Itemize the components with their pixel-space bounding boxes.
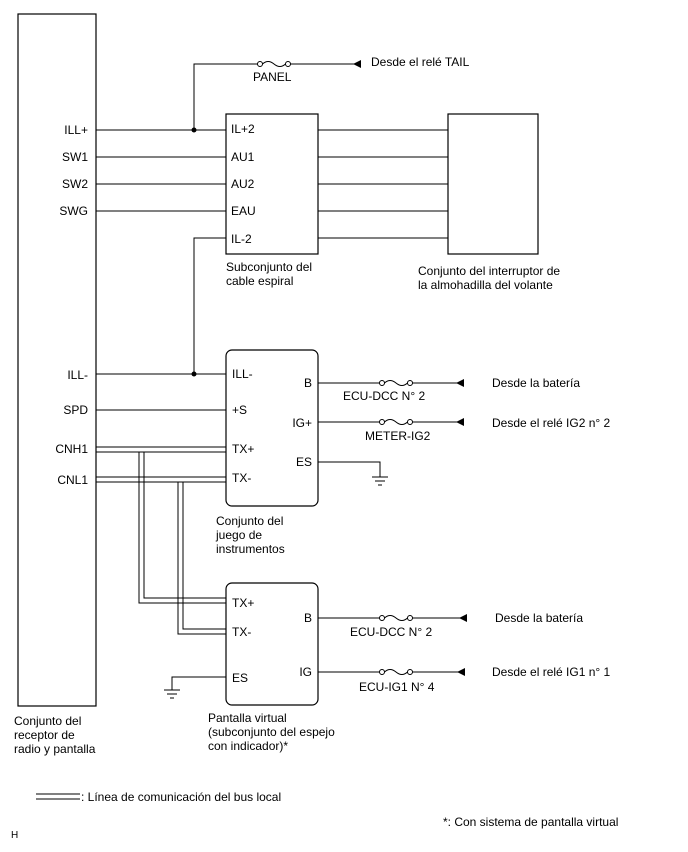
pin-cnh1: CNH1 — [55, 442, 88, 456]
junction-ill-minus — [191, 371, 197, 377]
hud-pin-b: B — [304, 611, 312, 625]
radio-receiver-name-2: receptor de — [14, 728, 75, 742]
junction-panel — [191, 127, 197, 133]
wire-panel-feed — [193, 63, 258, 130]
spiral-pin-il-plus2: IL+2 — [231, 122, 255, 136]
pin-ill-plus: ILL+ — [64, 123, 88, 137]
meter-box — [225, 349, 319, 507]
wire-hud-es — [171, 676, 226, 690]
corner-mark: H — [11, 830, 18, 841]
meter-b-source-label: Desde la batería — [492, 376, 580, 390]
hud-box — [225, 582, 319, 706]
pin-cnl1: CNL1 — [57, 473, 88, 487]
panel-source-label: Desde el relé TAIL — [371, 55, 470, 69]
pin-ill-minus: ILL- — [67, 368, 88, 382]
spiral-pin-il-minus2: IL-2 — [231, 232, 252, 246]
meter-ground-icon — [372, 476, 388, 486]
wire-il-minus — [193, 237, 226, 374]
radio-receiver-name-3: radio y pantalla — [14, 742, 96, 756]
legend-bus-line-icon — [36, 793, 80, 800]
meter-name-1: Conjunto del — [216, 514, 283, 528]
hud-pin-tx-plus: TX+ — [232, 596, 254, 610]
hud-pin-es: ES — [232, 671, 248, 685]
spiral-cable-name-1: Subconjunto del — [226, 260, 312, 274]
meter-pin-tx-plus: TX+ — [232, 442, 254, 456]
meter-name-3: instrumentos — [216, 542, 285, 556]
fuse-panel-label: PANEL — [253, 70, 292, 84]
pin-swg: SWG — [59, 204, 88, 218]
bus-cnl1 — [96, 476, 226, 635]
meter-pin-b: B — [304, 376, 312, 390]
pin-sw2: SW2 — [62, 177, 88, 191]
hud-ground-icon — [164, 689, 180, 699]
fuse-hud-b-label: ECU-DCC N° 2 — [350, 625, 432, 639]
fuse-meter-b-icon — [384, 380, 408, 386]
hud-pin-ig: IG — [299, 665, 312, 679]
fuse-hud-ig-label: ECU-IG1 N° 4 — [359, 680, 435, 694]
steering-switch-box — [447, 113, 539, 255]
spiral-pin-au2: AU2 — [231, 177, 255, 191]
fuse-hud-b-icon — [384, 615, 408, 621]
footnote: *: Con sistema de pantalla virtual — [443, 815, 618, 829]
wire-meter-es — [318, 461, 381, 477]
bus-cnh1 — [96, 446, 226, 604]
hud-pin-tx-minus: TX- — [232, 625, 251, 639]
spiral-pin-eau: EAU — [231, 204, 256, 218]
meter-pin-ill-minus: ILL- — [232, 367, 253, 381]
hud-ig-source-label: Desde el relé IG1 n° 1 — [492, 665, 611, 679]
meter-pin-s: +S — [232, 403, 247, 417]
hud-b-source-label: Desde la batería — [495, 611, 583, 625]
meter-pin-tx-minus: TX- — [232, 471, 251, 485]
spiral-cable-box — [225, 113, 319, 255]
meter-pin-ig-plus: IG+ — [292, 416, 312, 430]
radio-receiver-name-1: Conjunto del — [14, 714, 81, 728]
fuse-meter-ig-label: METER-IG2 — [365, 429, 431, 443]
spiral-cable-name-2: cable espiral — [226, 274, 293, 288]
legend-bus-label: : Línea de comunicación del bus local — [81, 790, 281, 804]
hud-name-1: Pantalla virtual — [208, 711, 287, 725]
steering-switch-name-1: Conjunto del interruptor de — [418, 264, 560, 278]
fuse-meter-b-label: ECU-DCC N° 2 — [343, 389, 425, 403]
meter-pin-es: ES — [296, 455, 312, 469]
pin-sw1: SW1 — [62, 150, 88, 164]
radio-receiver-box — [17, 13, 97, 707]
hud-name-3: con indicador)* — [208, 739, 288, 753]
meter-ig-source-label: Desde el relé IG2 n° 2 — [492, 416, 611, 430]
pin-spd: SPD — [63, 403, 88, 417]
spiral-pin-au1: AU1 — [231, 150, 255, 164]
fuse-hud-ig-icon — [384, 669, 408, 675]
steering-switch-name-2: la almohadilla del volante — [418, 278, 553, 292]
fuse-meter-ig-icon — [384, 419, 408, 425]
meter-name-2: juego de — [215, 528, 262, 542]
hud-name-2: (subconjunto del espejo — [208, 725, 335, 739]
fuse-panel-icon — [262, 61, 286, 67]
